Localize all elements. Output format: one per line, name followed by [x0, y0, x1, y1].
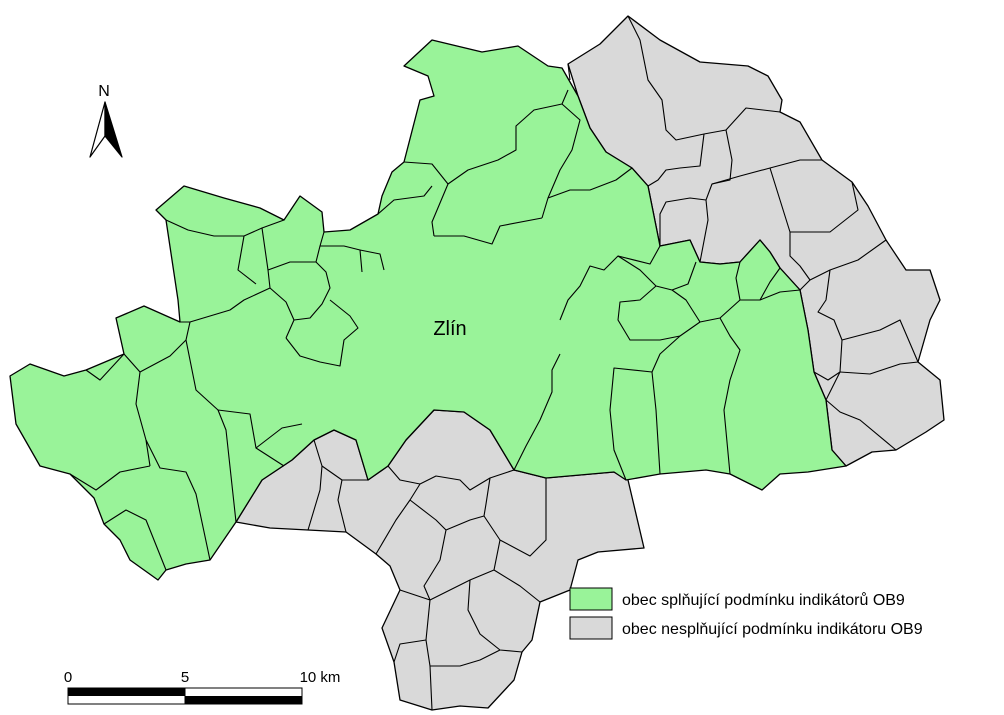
scale-bar: 0 5 10 km [64, 669, 341, 705]
north-arrow-label: N [98, 83, 110, 100]
scale-tick-10: 10 km [300, 669, 341, 686]
north-arrow: N [89, 83, 123, 158]
municipal-borders [69, 15, 919, 711]
legend-label-meets: obec splňující podmínku indikátorů OB9 [622, 591, 905, 609]
legend-label-not-meets: obec nesplňující podmínku indikátoru OB9 [622, 621, 923, 638]
legend: obec splňující podmínku indikátorů OB9 o… [569, 587, 923, 640]
north-arrow-icon [89, 101, 106, 158]
region-meeting [9, 39, 847, 581]
legend-swatch-meets [569, 587, 613, 611]
scale-tick-0: 0 [64, 669, 72, 686]
legend-swatch-not-meets [569, 616, 613, 640]
scale-tick-5: 5 [181, 669, 189, 686]
city-label-zlin: Zlín [433, 318, 466, 340]
